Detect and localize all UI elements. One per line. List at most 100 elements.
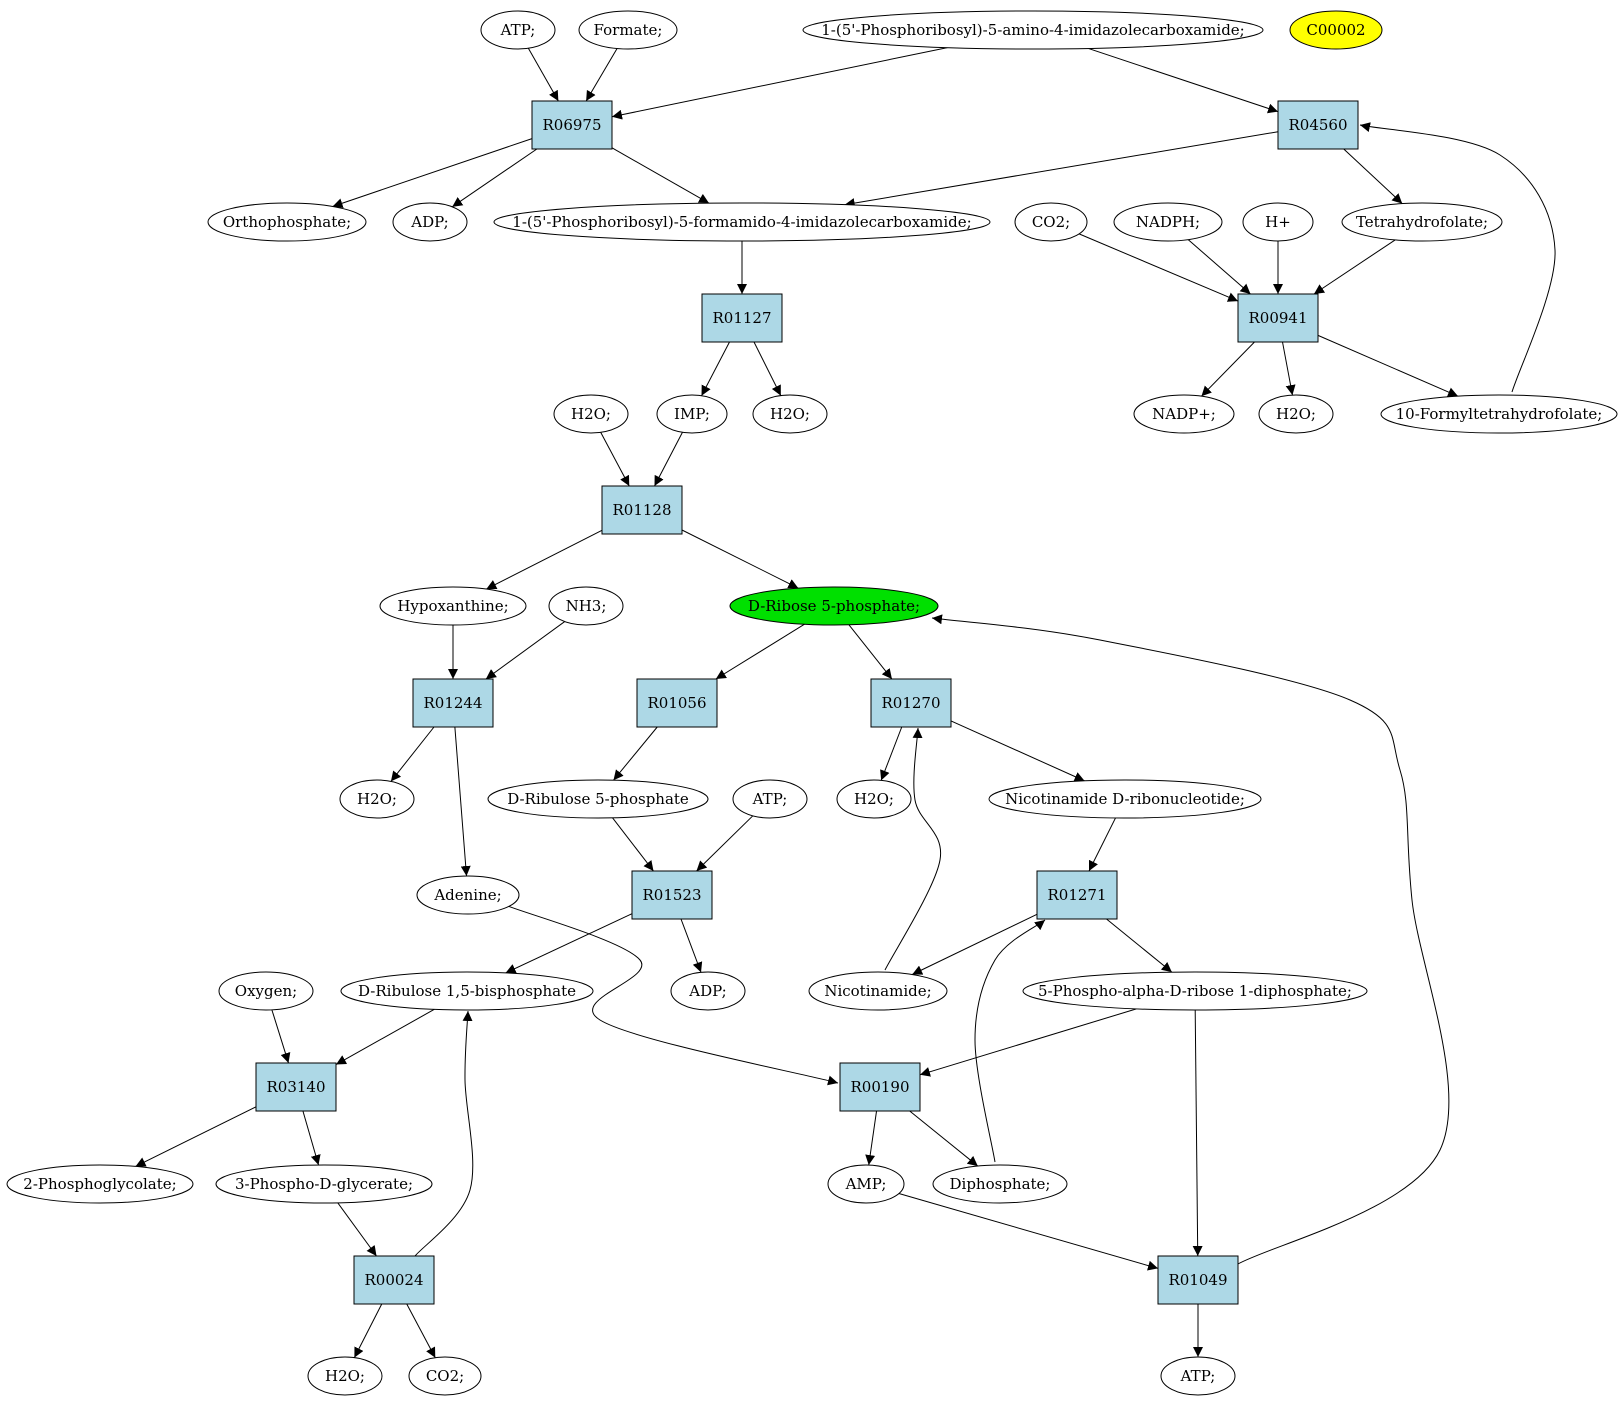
compound-node-ortho: Orthophosphate;	[207, 202, 367, 242]
node-label: ATP;	[752, 790, 788, 808]
compound-ellipse	[932, 1164, 1068, 1204]
compound-ellipse	[6, 1164, 194, 1204]
node-label: Formate;	[594, 21, 663, 39]
edge-formate-to-R06975	[585, 48, 618, 102]
compound-ellipse	[670, 971, 746, 1011]
edge-fthf-to-R04560	[1359, 122, 1556, 393]
reaction-box	[636, 678, 718, 728]
compound-ellipse	[1022, 971, 1368, 1011]
node-label: R03140	[266, 1078, 325, 1096]
compound-ellipse	[1160, 1356, 1236, 1396]
compound-ellipse	[1242, 202, 1314, 242]
node-label: ATP;	[1180, 1367, 1216, 1385]
node-label: IMP;	[674, 405, 710, 423]
compound-node-ru5p: D-Ribulose 5-phosphate	[487, 779, 709, 819]
node-label: CO2;	[1032, 213, 1070, 231]
edge-R01244-to-adenine	[454, 726, 471, 877]
edge-R01128-to-hypox	[486, 529, 603, 590]
node-label: R04560	[1288, 116, 1347, 134]
compound-ellipse	[215, 1164, 433, 1204]
compound-ellipse	[1380, 394, 1618, 434]
node-label: Hypoxanthine;	[397, 597, 508, 615]
reaction-node-R00024: R00024	[353, 1255, 435, 1305]
edge-R01244-to-h2o_d	[390, 726, 435, 782]
compound-ellipse	[1014, 202, 1088, 242]
edge-prpp-to-R00190	[919, 1008, 1137, 1077]
node-label: D-Ribose 5-phosphate;	[748, 597, 920, 615]
compound-ellipse	[729, 586, 939, 626]
compound-node-adp1: ADP;	[392, 202, 468, 242]
compound-ellipse	[1113, 202, 1223, 242]
edge-h2o_a-to-R01128	[600, 432, 630, 487]
edge-atp1-to-R06975	[527, 47, 559, 102]
edge-R06975-to-faicar	[611, 147, 710, 204]
reaction-box	[601, 485, 683, 535]
edge-R04560-to-thf	[1343, 148, 1403, 204]
node-label: 1-(5'-Phosphoribosyl)-5-amino-4-imidazol…	[821, 21, 1245, 39]
compound-ellipse	[480, 10, 556, 50]
edge-r5p-to-R01270	[848, 624, 893, 680]
compound-ellipse	[752, 394, 828, 434]
edge-thf-to-R00941	[1313, 239, 1396, 295]
edge-pga-to-R00024	[337, 1202, 377, 1257]
reaction-node-R01128: R01128	[601, 485, 683, 535]
edge-R00941-to-nadp	[1201, 341, 1255, 397]
compound-node-nadph: NADPH;	[1113, 202, 1223, 242]
node-label: AMP;	[845, 1175, 887, 1193]
reaction-node-R01127: R01127	[701, 293, 783, 343]
compound-node-r5p: D-Ribose 5-phosphate;	[729, 586, 939, 626]
reaction-node-R01049: R01049	[1157, 1255, 1239, 1305]
node-label: 5-Phospho-alpha-D-ribose 1-diphosphate;	[1038, 982, 1352, 1000]
edge-R00190-to-amp	[865, 1110, 878, 1166]
edge-rubp-to-R03140	[335, 1008, 435, 1065]
compound-node-co2a: CO2;	[1014, 202, 1088, 242]
reaction-node-R00941: R00941	[1237, 293, 1319, 343]
compound-node-adp2: ADP;	[670, 971, 746, 1011]
node-label: R01244	[423, 694, 482, 712]
reaction-box	[839, 1062, 921, 1112]
compound-ellipse	[416, 875, 520, 915]
compound-ellipse	[578, 10, 678, 50]
compound-node-aicar: 1-(5'-Phosphoribosyl)-5-amino-4-imidazol…	[802, 10, 1264, 50]
edge-R00941-to-h2o_c	[1282, 341, 1296, 396]
node-label: H+	[1265, 213, 1291, 231]
compound-node-nh3: NH3;	[548, 586, 624, 626]
edge-R04560-to-faicar	[844, 131, 1279, 208]
edge-R06975-to-ortho	[332, 138, 533, 208]
compound-node-hplus: H+	[1242, 202, 1314, 242]
compound-node-h2o_f: H2O;	[307, 1356, 383, 1396]
node-label: H2O;	[770, 405, 810, 423]
node-label: D-Ribulose 5-phosphate	[507, 790, 689, 808]
reaction-box	[1277, 100, 1359, 150]
edge-prpp-to-R01049	[1192, 1009, 1203, 1257]
compound-ellipse	[379, 586, 527, 626]
compound-ellipse	[408, 1356, 482, 1396]
compound-node-atp2: ATP;	[732, 779, 808, 819]
edge-aicar-to-R06975	[611, 47, 948, 120]
compound-node-adenine: Adenine;	[416, 875, 520, 915]
node-label: 1-(5'-Phosphoribosyl)-5-formamido-4-imid…	[512, 213, 971, 231]
reaction-box	[255, 1062, 337, 1112]
edge-R01127-to-imp	[701, 341, 730, 396]
node-label: ADP;	[688, 982, 726, 1000]
compound-ellipse	[487, 779, 709, 819]
node-label: C00002	[1306, 21, 1365, 39]
node-label: 10-Formyltetrahydrofolate;	[1396, 405, 1603, 423]
compound-ellipse	[1133, 394, 1235, 434]
edge-adenine-to-R00190	[504, 904, 839, 1086]
node-label: Tetrahydrofolate;	[1356, 213, 1488, 231]
reaction-node-R06975: R06975	[531, 100, 613, 150]
compound-ellipse	[493, 202, 991, 242]
compound-node-h2o_e: H2O;	[836, 779, 912, 819]
compound-ellipse	[1289, 10, 1383, 50]
node-label: R01056	[647, 694, 706, 712]
edge-nadph-to-R00941	[1187, 239, 1251, 295]
reaction-box	[412, 678, 494, 728]
compound-node-h2o_b: H2O;	[752, 394, 828, 434]
edge-co2a-to-R00941	[1078, 233, 1239, 302]
node-label: H2O;	[357, 790, 397, 808]
edge-R06975-to-adp1	[451, 148, 538, 208]
node-label: R01523	[642, 886, 701, 904]
compound-ellipse	[988, 779, 1262, 819]
edge-R00941-to-fthf	[1317, 334, 1459, 397]
